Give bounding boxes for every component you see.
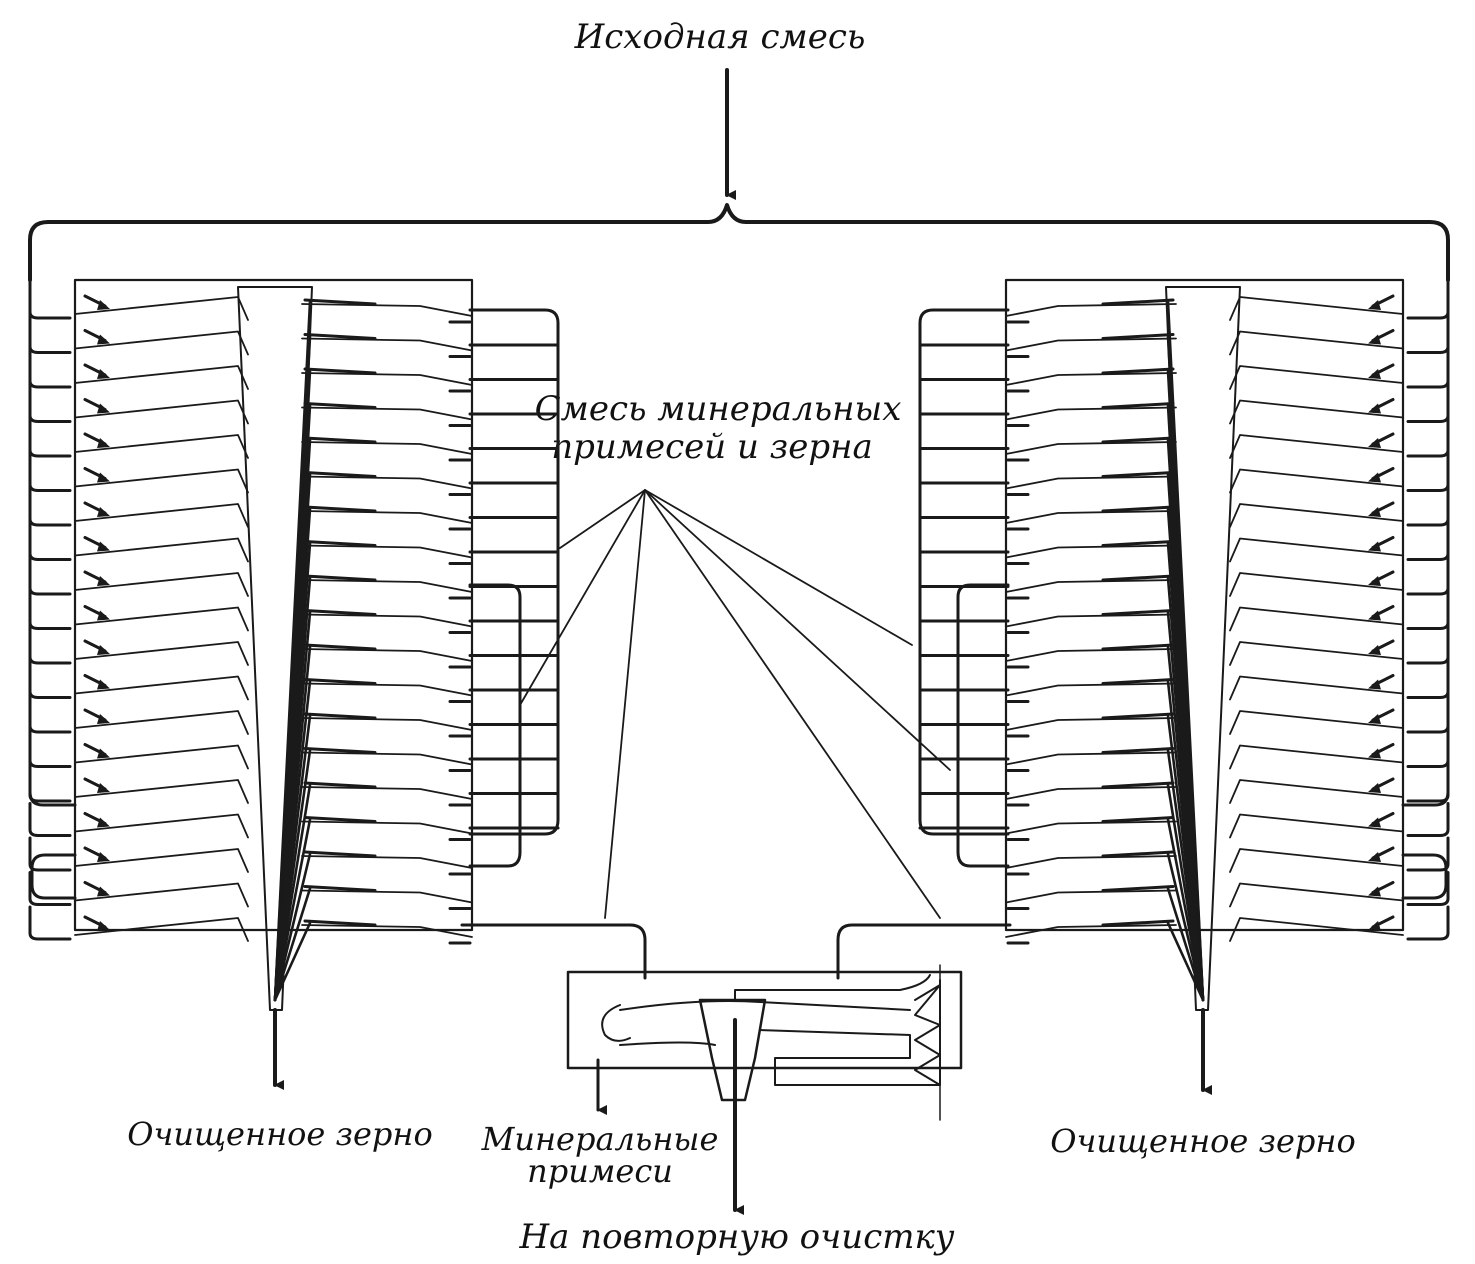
mixture-label-line2: примесей и зерна: [551, 427, 873, 467]
input-label: Исходная смесь: [574, 17, 866, 57]
right-separator-bank: [918, 278, 1450, 1011]
recycle-label: На повторную очистку: [518, 1217, 954, 1257]
clean-grain-left-label: Очищенное зерно: [127, 1115, 432, 1153]
feed-distribution-pipe: [28, 203, 1450, 282]
right-to-recleaner-pipe: [836, 923, 1012, 980]
left-separator-bank: [28, 278, 560, 1011]
mixture-callout-lines: [519, 489, 951, 919]
clean-grain-right-label: Очищенное зерно: [1050, 1122, 1355, 1160]
left-to-recleaner-pipe: [460, 923, 647, 980]
mineral-impurities-label-line2: примеси: [527, 1152, 673, 1190]
recleaning-separator: [566, 964, 963, 1121]
mineral-impurities-label-line1: Минеральные: [481, 1120, 719, 1158]
mixture-label-line1: Смесь минеральных: [535, 389, 902, 429]
